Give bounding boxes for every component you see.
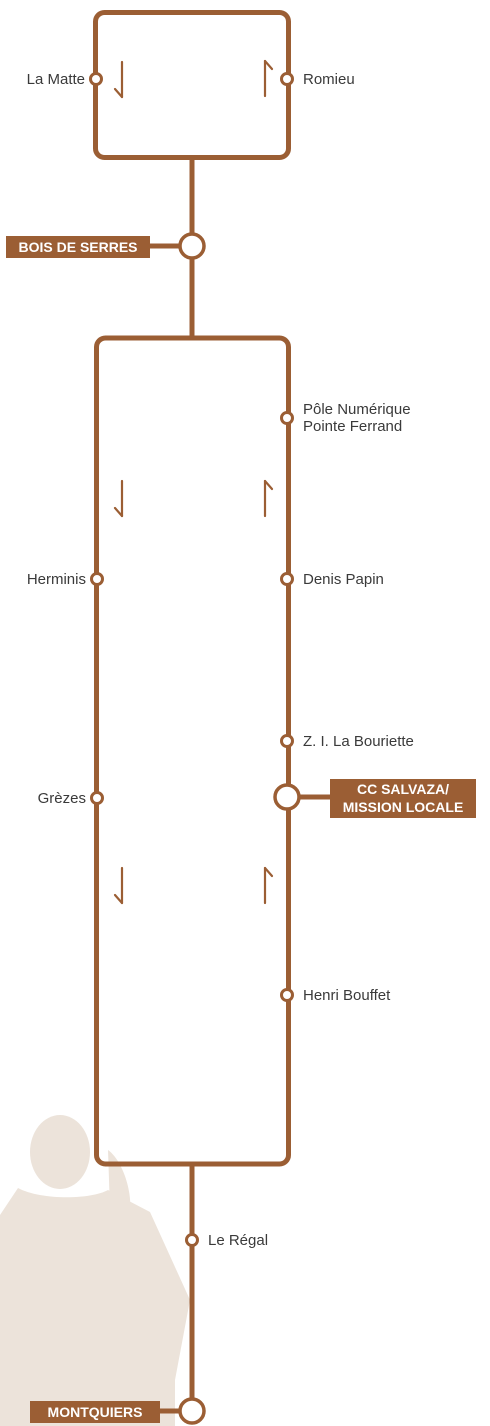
- arrow-up-icon: [263, 866, 274, 905]
- stop-label-romieu[interactable]: Romieu: [303, 71, 355, 88]
- stop-label-grezes[interactable]: Grèzes: [37, 790, 86, 807]
- arrow-down-icon: [113, 479, 124, 518]
- top-loop-line: [93, 10, 291, 160]
- stop-marker-pole-numerique[interactable]: [280, 411, 294, 425]
- stop-label-herminis[interactable]: Herminis: [26, 571, 86, 588]
- stop-label-pole-numerique-line2: Pointe Ferrand: [303, 418, 403, 435]
- stop-marker-la-matte[interactable]: [89, 72, 103, 86]
- major-stop-cc-salvaza-line1: CC SALVAZA/: [356, 781, 450, 797]
- major-stop-montquiers[interactable]: MONTQUIERS: [30, 1401, 160, 1423]
- stop-label-zi-la-bouriette[interactable]: Z. I. La Bouriette: [303, 733, 414, 750]
- stop-marker-herminis[interactable]: [90, 572, 104, 586]
- stop-marker-denis-papin[interactable]: [280, 572, 294, 586]
- stop-marker-henri-bouffet[interactable]: [280, 988, 294, 1002]
- person-silhouette: [0, 1115, 190, 1426]
- stop-label-pole-numerique[interactable]: Pôle Numérique Pointe Ferrand: [303, 401, 411, 435]
- arrow-up-icon: [263, 479, 274, 518]
- arrow-up-icon: [263, 59, 274, 98]
- stop-marker-romieu[interactable]: [280, 72, 294, 86]
- stop-label-denis-papin[interactable]: Denis Papin: [303, 571, 384, 588]
- stop-marker-montquiers[interactable]: [178, 1397, 206, 1425]
- stop-marker-le-regal[interactable]: [185, 1233, 199, 1247]
- stop-label-la-matte[interactable]: La Matte: [26, 71, 85, 88]
- stop-label-pole-numerique-line1: Pôle Numérique: [303, 401, 411, 418]
- arrow-down-icon: [113, 60, 124, 99]
- stop-marker-cc-salvaza[interactable]: [273, 783, 301, 811]
- stop-marker-zi-la-bouriette[interactable]: [280, 734, 294, 748]
- stop-label-le-regal[interactable]: Le Régal: [208, 1232, 269, 1249]
- stop-marker-grezes[interactable]: [90, 791, 104, 805]
- major-stop-cc-salvaza-line2: MISSION LOCALE: [342, 799, 464, 815]
- stop-label-henri-bouffet[interactable]: Henri Bouffet: [303, 987, 391, 1004]
- arrow-down-icon: [113, 866, 124, 905]
- stop-marker-bois-de-serres[interactable]: [178, 232, 206, 260]
- major-stop-cc-salvaza[interactable]: CC SALVAZA/ MISSION LOCALE: [330, 779, 476, 818]
- major-stop-bois-de-serres[interactable]: BOIS DE SERRES: [6, 236, 150, 258]
- main-loop-line: [94, 335, 291, 1167]
